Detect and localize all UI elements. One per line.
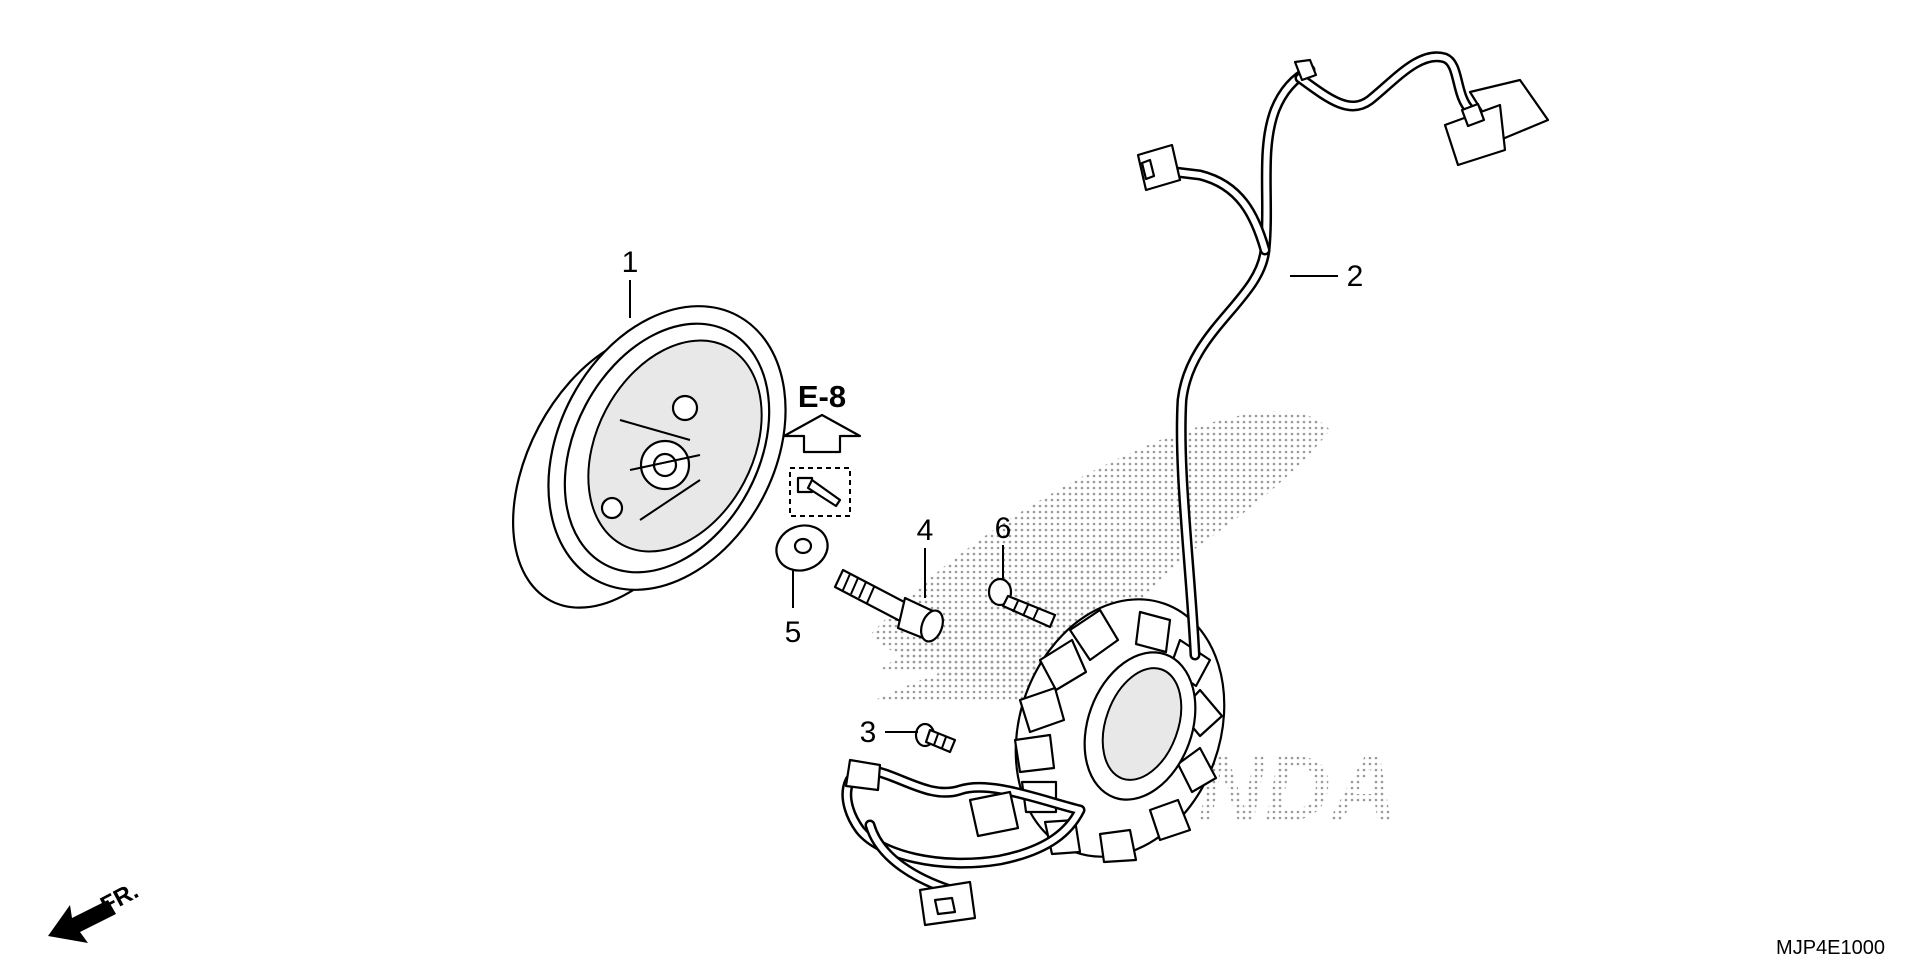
callout-label: 2 (1347, 260, 1364, 293)
reference-label: E-8 (798, 379, 846, 414)
callout-6: 6 (995, 512, 1012, 580)
bolt-part-3[interactable] (914, 722, 957, 754)
reference-bolt (789, 467, 851, 517)
bolt-part-4[interactable] (833, 568, 947, 644)
callout-label: 3 (860, 716, 877, 749)
connector-large[interactable] (1443, 78, 1550, 167)
flywheel-part[interactable] (469, 265, 832, 644)
callout-4: 4 (917, 514, 934, 598)
wire-harness[interactable] (841, 51, 1550, 927)
reference-arrow[interactable]: E-8 (782, 379, 862, 454)
callout-label: 5 (785, 616, 802, 649)
stator-part[interactable] (981, 570, 1259, 886)
callout-label: 1 (622, 246, 639, 279)
washer-part[interactable] (770, 518, 834, 577)
callout-label: 4 (917, 514, 934, 547)
callout-1: 1 (622, 246, 639, 318)
front-direction-indicator: FR. (48, 877, 143, 943)
connector-small[interactable] (1136, 143, 1182, 192)
callout-2: 2 (1290, 260, 1363, 293)
diagram-code: MJP4E1000 (1776, 937, 1885, 959)
connector-bottom[interactable] (918, 880, 977, 927)
callout-3: 3 (860, 716, 918, 749)
bolt-part-6[interactable] (987, 577, 1057, 629)
callout-5: 5 (785, 570, 802, 649)
callout-label: 6 (995, 512, 1012, 545)
